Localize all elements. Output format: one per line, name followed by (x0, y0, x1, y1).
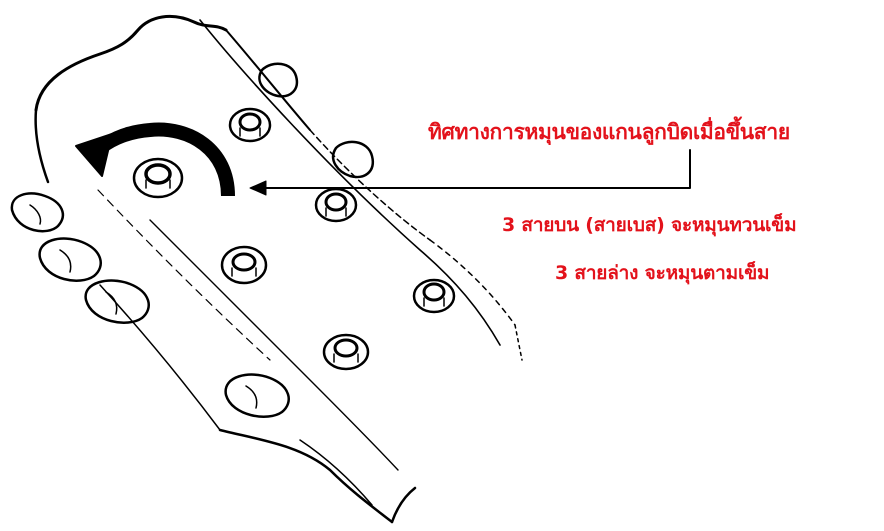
tuner-button-2 (40, 239, 101, 281)
upper-strings-label: 3 สายบน (สายเบส) จะหมุนทวนเข็ม (502, 216, 796, 235)
tuning-post-1 (230, 109, 270, 141)
tuning-posts (134, 109, 454, 369)
tuner-button-3 (86, 281, 149, 323)
tuner-button-6 (333, 142, 373, 177)
tuning-post-5 (414, 280, 454, 312)
tuning-post-4 (222, 247, 266, 283)
tuning-post-2 (134, 159, 182, 197)
arrow-icon (250, 150, 690, 195)
lower-strings-label: 3 สายล่าง จะหมุนตามเข็ม (555, 264, 769, 283)
tuner-button-4 (226, 375, 289, 417)
headstock-outline (36, 16, 522, 522)
rotation-direction-label: ทิศทางการหมุนของแกนลูกบิดเมื่อขึ้นสาย (428, 122, 790, 143)
tuning-post-3 (316, 189, 356, 221)
tuning-post-6 (324, 335, 368, 369)
tuner-button-1 (12, 194, 63, 232)
curved-arrow-icon (76, 130, 228, 196)
tuner-buttons (12, 64, 373, 417)
